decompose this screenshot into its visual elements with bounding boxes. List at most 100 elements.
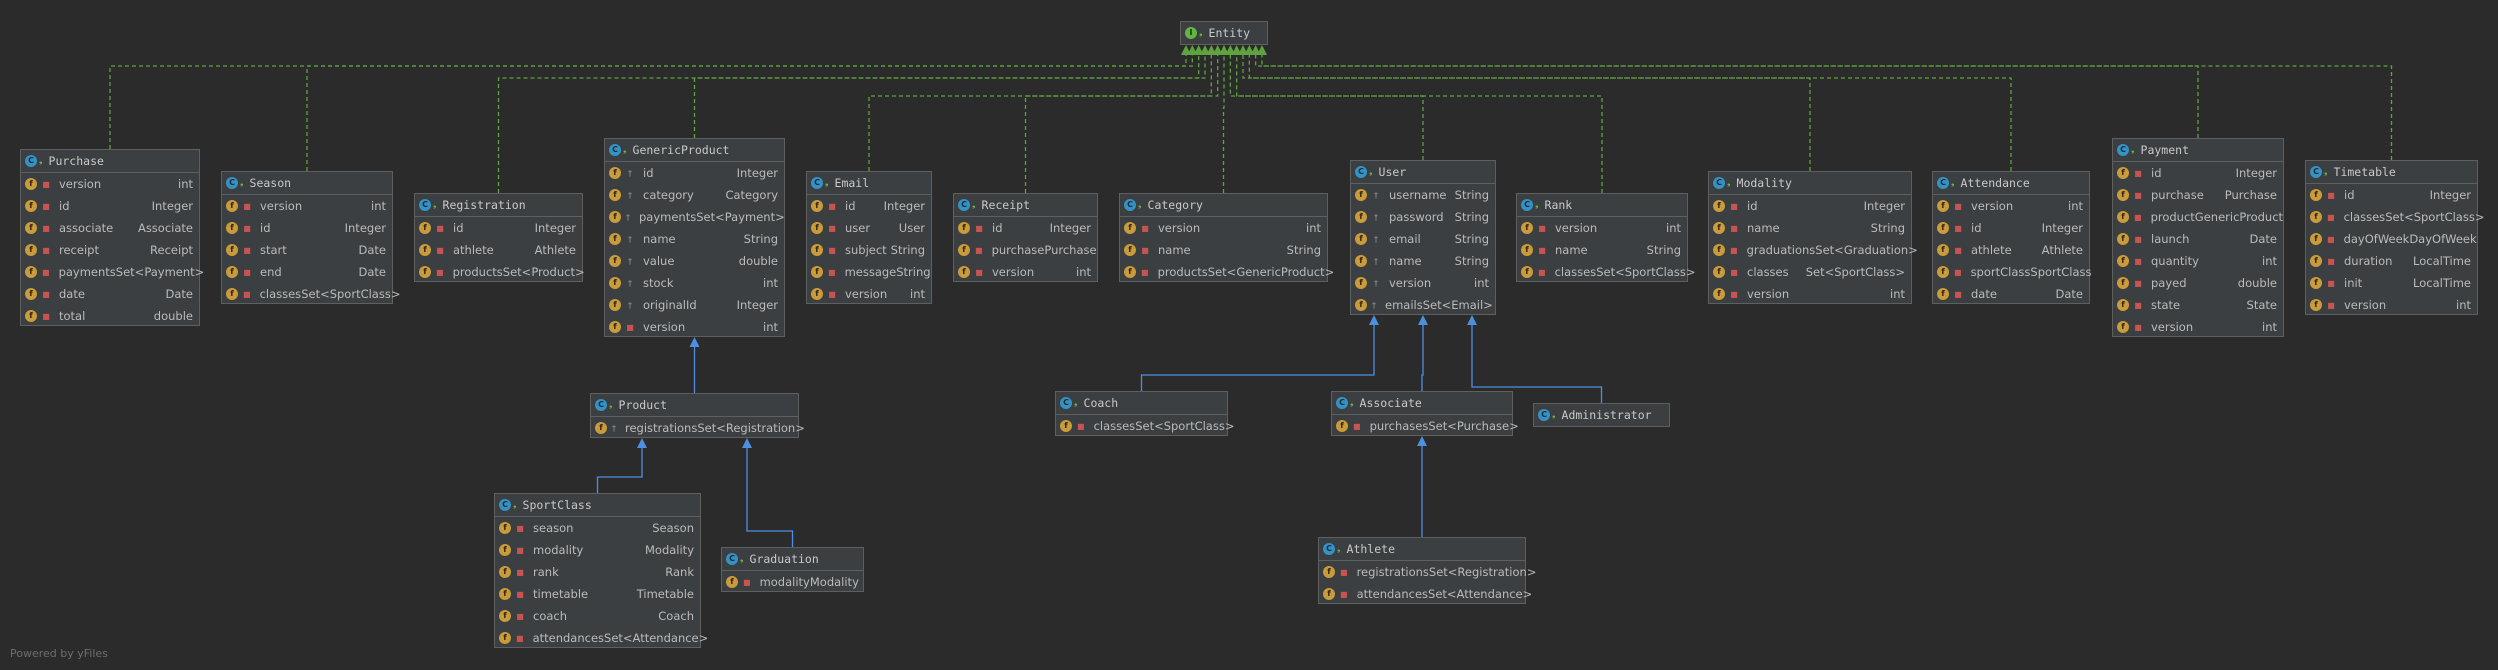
field-icon: f: [2310, 277, 2322, 289]
class-administrator[interactable]: C❟Administrator: [1533, 403, 1670, 427]
realization-arrowhead: [1193, 45, 1204, 55]
entity-leaf-icon: ❟: [1337, 544, 1341, 554]
private-lock-icon: ■: [1954, 245, 1962, 255]
entity-leaf-icon: ❟: [513, 500, 517, 510]
field-icon: f: [811, 266, 823, 278]
realization-line-purchase: [109, 55, 1187, 149]
field-name: email: [1389, 232, 1421, 246]
field-name: end: [260, 265, 282, 279]
field-name: name: [1389, 254, 1422, 268]
class-icon: C: [499, 499, 511, 511]
field-name: quantity: [2151, 254, 2199, 268]
realization-arrowhead: [1219, 45, 1229, 55]
field-icon: f: [958, 244, 970, 256]
field-type: String: [896, 265, 931, 279]
private-lock-icon: ■: [2327, 256, 2335, 266]
field-name: attendances: [1356, 587, 1429, 601]
class-name: Modality: [1736, 176, 1792, 190]
private-lock-icon: ■: [975, 245, 983, 255]
field-icon: f: [226, 222, 238, 234]
field-icon: f: [2310, 211, 2322, 223]
field-name: modality: [533, 543, 584, 557]
field-type: int: [2262, 320, 2277, 334]
field-icon: f: [1937, 200, 1949, 212]
field-name: originalId: [643, 298, 697, 312]
private-lock-icon: ■: [42, 201, 50, 211]
field-icon: f: [1713, 200, 1725, 212]
field-type: int: [2068, 199, 2083, 213]
field-name: version: [1747, 287, 1790, 301]
entity-leaf-icon: ❟: [825, 178, 829, 188]
field-type: double: [738, 254, 778, 268]
field-name: subject: [845, 243, 887, 257]
field-icon: f: [958, 266, 970, 278]
field-name: associate: [59, 221, 114, 235]
field-icon: f: [1355, 277, 1367, 289]
field-icon: f: [1937, 288, 1949, 300]
field-type: Season: [652, 521, 694, 535]
field-name: sportClass: [1970, 265, 2031, 279]
field-type: String: [1870, 221, 1905, 235]
field-name: payments: [639, 210, 697, 224]
private-lock-icon: ■: [2327, 300, 2335, 310]
field-type: int: [1076, 265, 1091, 279]
field-name: id: [992, 221, 1003, 235]
entity-leaf-icon: ❟: [1951, 178, 1955, 188]
class-entity[interactable]: I❟Entity: [1180, 21, 1268, 45]
field-type: Date: [358, 265, 387, 279]
field-icon: f: [226, 266, 238, 278]
realization-arrowhead: [1181, 45, 1191, 55]
field-name: name: [643, 232, 676, 246]
class-header: C❟Payment: [2113, 139, 2283, 162]
field-name: attendances: [532, 631, 605, 645]
field-name: classes: [2343, 210, 2386, 224]
field-name: athlete: [1971, 243, 2012, 257]
field-type: Set<SportClass>: [301, 287, 401, 301]
extends-line-associate: [1421, 325, 1424, 391]
class-header: C❟Timetable: [2306, 161, 2477, 184]
class-icon: C: [609, 144, 621, 156]
field-type: Timetable: [636, 587, 694, 601]
field-icon: f: [25, 288, 37, 300]
private-lock-icon: ■: [516, 633, 524, 643]
class-name: Entity: [1208, 26, 1251, 40]
private-lock-icon: ■: [1141, 223, 1149, 233]
field-name: name: [1747, 221, 1780, 235]
private-lock-icon: ■: [828, 223, 836, 233]
field-name: user: [845, 221, 871, 235]
field-name: name: [1555, 243, 1588, 257]
class-icon: C: [1336, 397, 1348, 409]
field-name: version: [59, 177, 102, 191]
class-icon: C: [1124, 199, 1136, 211]
field-type: Integer: [2235, 166, 2277, 180]
package-pin-icon: †: [628, 190, 632, 200]
